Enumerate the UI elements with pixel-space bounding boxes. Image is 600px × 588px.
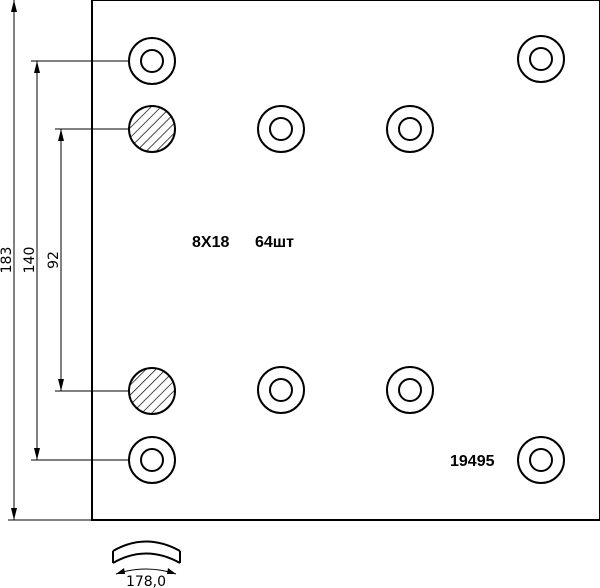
- inner-spacing-dimension: [55, 128, 129, 392]
- rivet-hole: [386, 366, 434, 414]
- part-number: 19495: [450, 453, 495, 470]
- rivet-hole: [257, 105, 305, 153]
- inner-spacing-label: 92: [46, 251, 62, 269]
- arc-length-label: 178,0: [126, 574, 166, 588]
- rivet-hole: [128, 37, 176, 85]
- rivet-hole: [128, 436, 176, 484]
- lining-outline: [91, 0, 600, 521]
- rivet-quantity-note: 64шт: [255, 234, 294, 251]
- outer-spacing-dimension: [31, 60, 129, 461]
- rivet-size-note: 8X18: [192, 234, 229, 251]
- hatched-mounting-hole: [128, 105, 176, 153]
- hatched-mounting-hole: [128, 367, 176, 415]
- rivet-hole: [257, 366, 305, 414]
- rivet-hole: [517, 436, 565, 484]
- overall-height-dimension: [8, 0, 92, 521]
- lining-arc-symbol: [112, 540, 181, 575]
- rivet-hole: [517, 35, 565, 83]
- rivet-hole: [386, 105, 434, 153]
- overall-height-label: 183: [0, 247, 15, 274]
- outer-spacing-label: 140: [22, 247, 38, 274]
